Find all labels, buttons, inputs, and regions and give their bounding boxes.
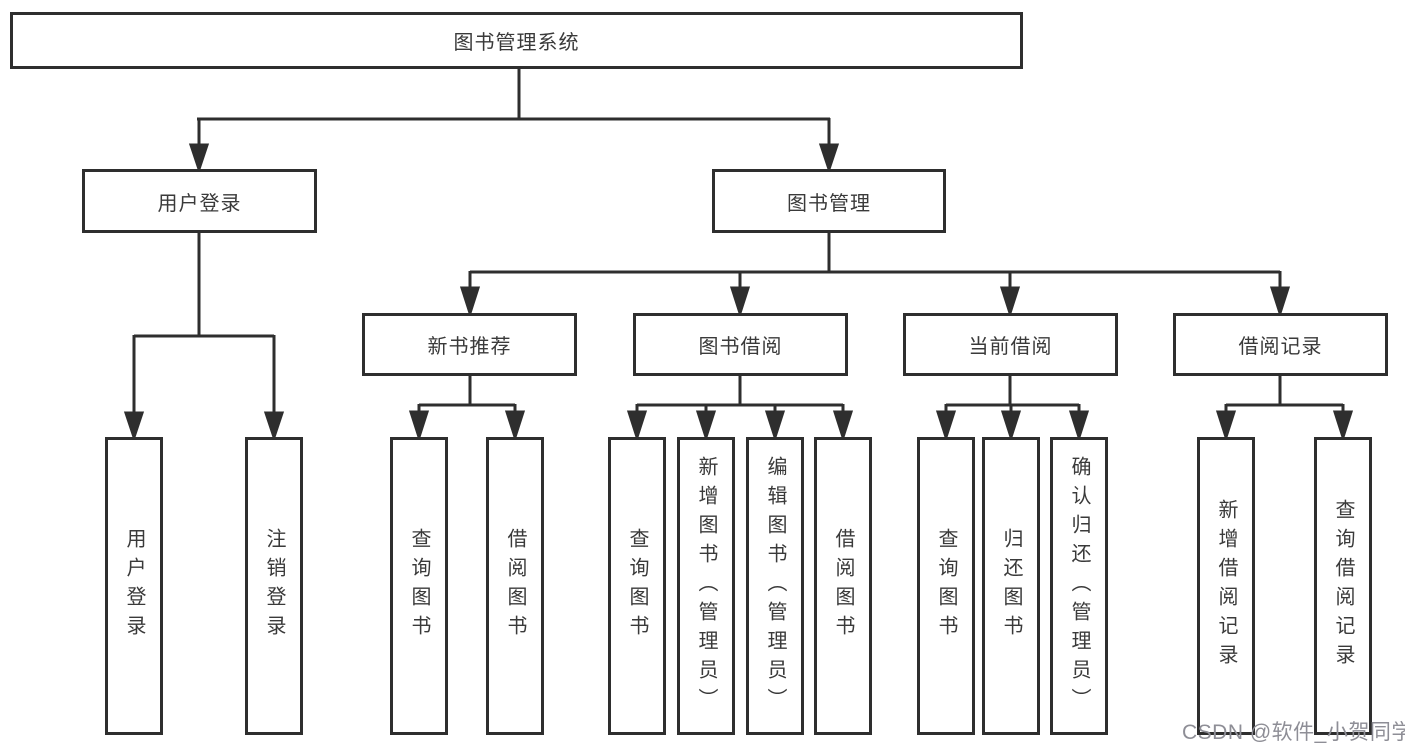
- leaf-borrowing-add-books-admin: 新增图书（管理员）: [677, 437, 735, 735]
- leaf-records-query-borrow-record: 查询借阅记录: [1314, 437, 1372, 735]
- node-current-borrowing: 当前借阅: [903, 313, 1118, 376]
- leaf-current-return-books-label: 归还图书: [1000, 528, 1022, 644]
- leaf-borrowing-add-books-admin-label: 新增图书（管理员）: [695, 455, 717, 717]
- node-new-book-recommend: 新书推荐: [362, 313, 577, 376]
- leaf-recommend-borrow-books: 借阅图书: [486, 437, 544, 735]
- leaf-borrowing-edit-books-admin: 编辑图书（管理员）: [746, 437, 804, 735]
- node-book-management: 图书管理: [712, 169, 946, 233]
- leaf-recommend-borrow-books-label: 借阅图书: [504, 528, 526, 644]
- csdn-watermark: CSDN @软件_小贺同学: [1182, 721, 1405, 744]
- leaf-current-query-books: 查询图书: [917, 437, 975, 735]
- node-book-borrowing-label: 图书借阅: [698, 336, 783, 358]
- leaf-current-confirm-return-admin-label: 确认归还（管理员）: [1068, 455, 1090, 717]
- leaf-current-query-books-label: 查询图书: [935, 528, 957, 644]
- node-current-borrowing-label: 当前借阅: [968, 336, 1053, 358]
- node-root-system: 图书管理系统: [10, 12, 1023, 69]
- node-new-book-recommend-label: 新书推荐: [427, 336, 512, 358]
- node-borrow-records: 借阅记录: [1173, 313, 1388, 376]
- leaf-user-login: 用户登录: [105, 437, 163, 735]
- node-book-management-label: 图书管理: [787, 192, 871, 215]
- leaf-borrowing-query-books: 查询图书: [608, 437, 666, 735]
- leaf-borrowing-query-books-label: 查询图书: [626, 528, 648, 644]
- node-borrow-records-label: 借阅记录: [1238, 336, 1323, 358]
- leaf-records-query-borrow-record-label: 查询借阅记录: [1332, 499, 1354, 673]
- node-user-login-label: 用户登录: [157, 192, 242, 215]
- leaf-borrowing-borrow-books: 借阅图书: [814, 437, 872, 735]
- leaf-logout-label: 注销登录: [263, 528, 285, 644]
- node-user-login: 用户登录: [82, 169, 317, 233]
- leaf-user-login-label: 用户登录: [123, 528, 145, 644]
- leaf-records-add-borrow-record-label: 新增借阅记录: [1215, 499, 1237, 673]
- leaf-logout: 注销登录: [245, 437, 303, 735]
- leaf-current-return-books: 归还图书: [982, 437, 1040, 735]
- node-root-label: 图书管理系统: [453, 32, 580, 54]
- leaf-current-confirm-return-admin: 确认归还（管理员）: [1050, 437, 1108, 735]
- leaf-borrowing-edit-books-admin-label: 编辑图书（管理员）: [764, 455, 786, 717]
- leaf-recommend-query-books: 查询图书: [390, 437, 448, 735]
- node-book-borrowing: 图书借阅: [633, 313, 848, 376]
- leaf-borrowing-borrow-books-label: 借阅图书: [832, 528, 854, 644]
- leaf-records-add-borrow-record: 新增借阅记录: [1197, 437, 1255, 735]
- leaf-recommend-query-books-label: 查询图书: [408, 528, 430, 644]
